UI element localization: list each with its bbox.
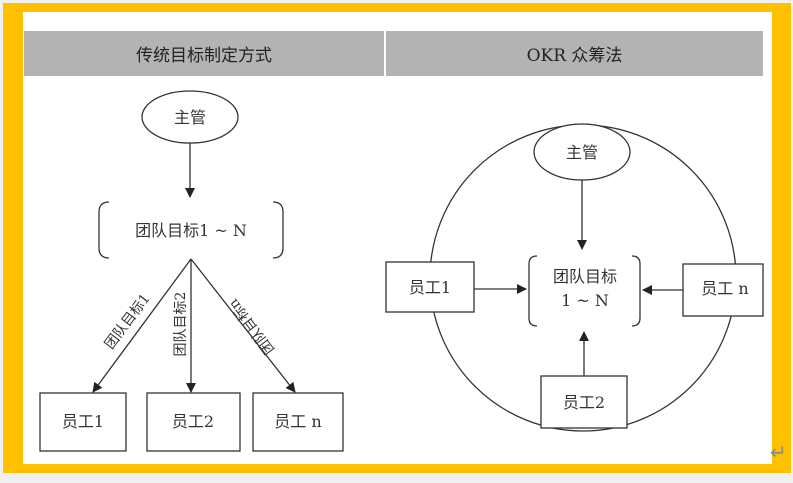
arrow-label-goal-1: 团队目标1	[102, 291, 154, 352]
okr-employee-1-label: 员工1	[409, 278, 451, 297]
employee-2-label: 员工2	[172, 412, 214, 431]
goals-bracket-left	[98, 201, 110, 259]
supervisor-label: 主管	[174, 108, 206, 127]
right-diagram: 主管 团队目标 1 ~ N 员工1 员工 n 员工2	[385, 123, 764, 432]
okr-goals-bracket-right	[631, 255, 641, 327]
okr-team-goals-line2: 1 ~ N	[561, 291, 609, 310]
header-traditional-title: 传统目标制定方式	[136, 46, 272, 66]
okr-goals-bracket-left	[528, 255, 538, 327]
employee-n-box	[252, 392, 344, 452]
okr-employee-2-label: 员工2	[563, 393, 605, 412]
employee-2-box	[146, 392, 241, 452]
okr-supervisor-label: 主管	[566, 143, 598, 162]
goals-bracket-right	[272, 201, 284, 259]
diagram-canvas: 传统目标制定方式 OKR 众筹法 主管 团队目标1 ~ N 团队目标1 团队目标…	[23, 12, 772, 464]
diagram-svg: 主管 团队目标1 ~ N 团队目标1 团队目标2 团队目标n 员工1 员工2 员…	[39, 90, 764, 452]
header-traditional: 传统目标制定方式	[24, 31, 384, 76]
arrow-goal-n	[190, 258, 296, 393]
left-diagram: 主管 团队目标1 ~ N 团队目标1 团队目标2 团队目标n 员工1 员工2 员…	[39, 90, 344, 452]
team-goals-label: 团队目标1 ~ N	[135, 221, 247, 240]
header-okr-title: OKR 众筹法	[526, 46, 623, 66]
okr-employee-n-label: 员工 n	[701, 279, 748, 298]
arrow-label-goal-n: 团队目标n	[226, 296, 278, 358]
okr-employee-n-box	[682, 263, 764, 317]
okr-team-goals-line1: 团队目标	[553, 267, 617, 286]
return-mark-icon: ↵	[770, 440, 787, 464]
employee-n-label: 员工 n	[274, 412, 321, 431]
header-okr: OKR 众筹法	[386, 31, 763, 76]
employee-1-box	[39, 392, 127, 452]
arrow-goal-1	[92, 258, 192, 393]
okr-employee-1-box	[385, 261, 475, 313]
arrow-label-goal-2: 团队目标2	[173, 292, 189, 357]
employee-1-label: 员工1	[62, 412, 104, 431]
